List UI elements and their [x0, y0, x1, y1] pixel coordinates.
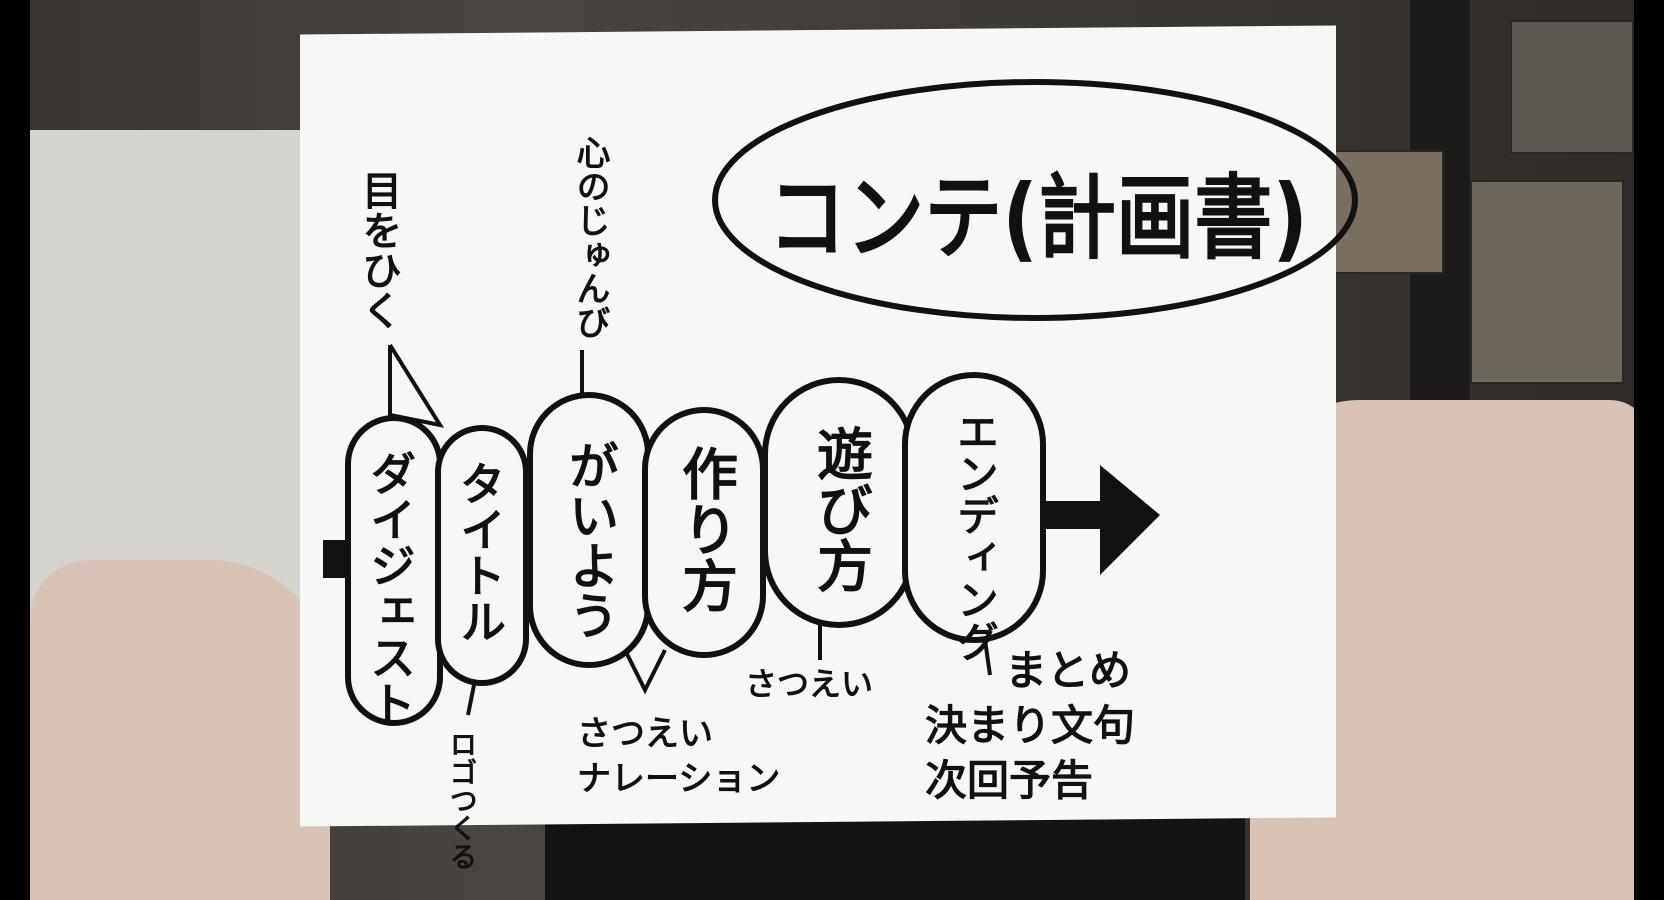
- pointer-line: [623, 649, 667, 695]
- section-capsule: [435, 425, 529, 686]
- left-hand: [30, 560, 330, 900]
- paper-sheet-back: [30, 130, 330, 630]
- background-box: [1470, 180, 1624, 384]
- note-text: ナレーション: [577, 759, 780, 799]
- section-label: タイトル: [453, 460, 507, 644]
- background-box: [1510, 20, 1634, 154]
- video-scene: [30, 0, 1634, 900]
- arrow-head: [1100, 465, 1160, 575]
- note-text: 次回予告: [925, 756, 1093, 805]
- note-text: まとめ: [1005, 646, 1131, 695]
- section-label: エンディング: [951, 410, 1000, 662]
- start-tab: [323, 540, 351, 578]
- pointer-line: [466, 679, 477, 716]
- section-label: 遊び方: [808, 425, 873, 593]
- note-text: さつえい: [745, 665, 873, 703]
- pointer-line: [983, 639, 992, 676]
- note-text: さつえい: [577, 714, 713, 754]
- section-label: ダイジェスト: [363, 450, 417, 726]
- section-label: がいよう: [561, 440, 619, 640]
- section-label: 作り方: [673, 445, 738, 613]
- page-title: コンテ(計画書): [768, 165, 1308, 272]
- pointer-line: [388, 343, 445, 428]
- note-text: 目をひく: [355, 170, 401, 330]
- note-text: 決まり文句: [925, 701, 1135, 750]
- note-text: ロゴつくる: [446, 730, 479, 870]
- note-text: 心のじゅんび: [570, 135, 610, 339]
- title-bubble: [712, 79, 1358, 321]
